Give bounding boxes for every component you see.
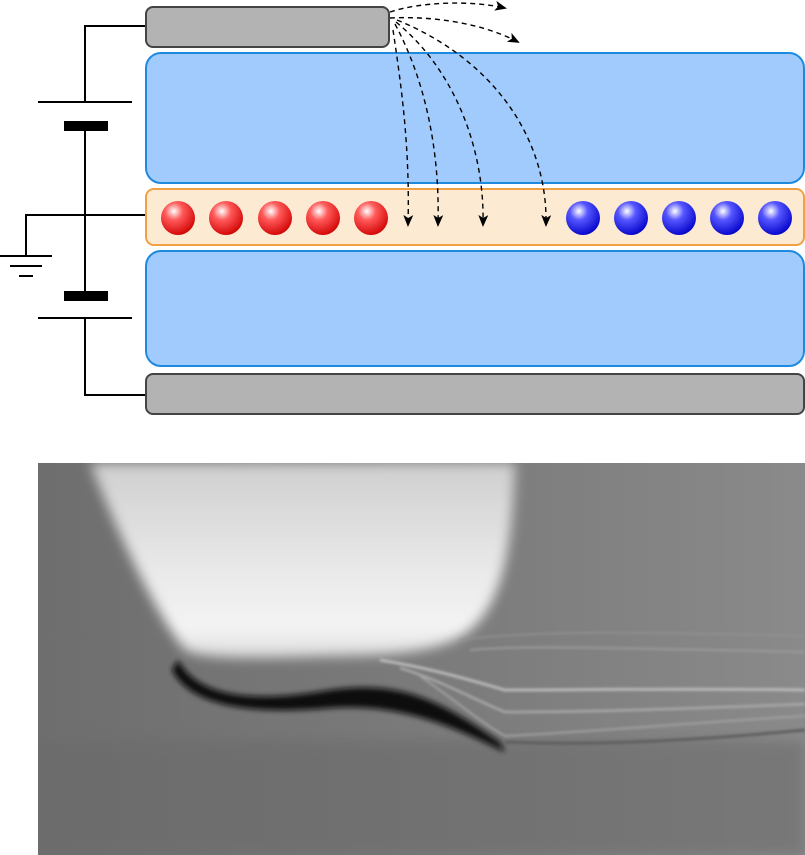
field-line <box>396 19 552 227</box>
top-gate-electrode <box>145 6 390 48</box>
field-lines <box>389 0 552 227</box>
photo-lower-shade <box>38 740 805 855</box>
field-line <box>392 29 414 227</box>
positive-charge <box>566 201 600 235</box>
top-dielectric-layer <box>145 52 805 184</box>
field-line <box>394 23 444 227</box>
battery-plate-short-top <box>64 121 108 131</box>
photo-streaks <box>379 631 805 745</box>
wire-top <box>84 25 146 102</box>
positive-charge <box>614 201 648 235</box>
bottom-dielectric-layer <box>145 250 805 367</box>
channel-layer <box>145 188 805 246</box>
grayscale-photo-panel <box>38 463 805 855</box>
schematic-panel <box>0 0 805 415</box>
wire-bottom <box>84 318 146 396</box>
field-line <box>389 16 520 43</box>
battery-symbol <box>38 101 132 319</box>
field-line <box>389 0 507 13</box>
battery-plate-short-bottom <box>64 291 108 301</box>
ground-symbol <box>0 255 52 277</box>
wire-channel <box>25 214 146 256</box>
positive-charge <box>662 201 696 235</box>
photo-dark-edge <box>172 660 505 752</box>
field-line <box>395 21 489 227</box>
bottom-gate-electrode <box>145 373 805 415</box>
positive-charge <box>710 201 744 235</box>
negative-charge <box>306 201 340 235</box>
negative-charge <box>209 201 243 235</box>
negative-charge <box>354 201 388 235</box>
photo-bright-region <box>90 463 515 658</box>
negative-charges <box>161 201 388 235</box>
negative-charge <box>161 201 195 235</box>
circuit-wires <box>25 25 146 396</box>
positive-charges <box>566 201 792 235</box>
negative-charge <box>258 201 292 235</box>
positive-charge <box>758 201 792 235</box>
